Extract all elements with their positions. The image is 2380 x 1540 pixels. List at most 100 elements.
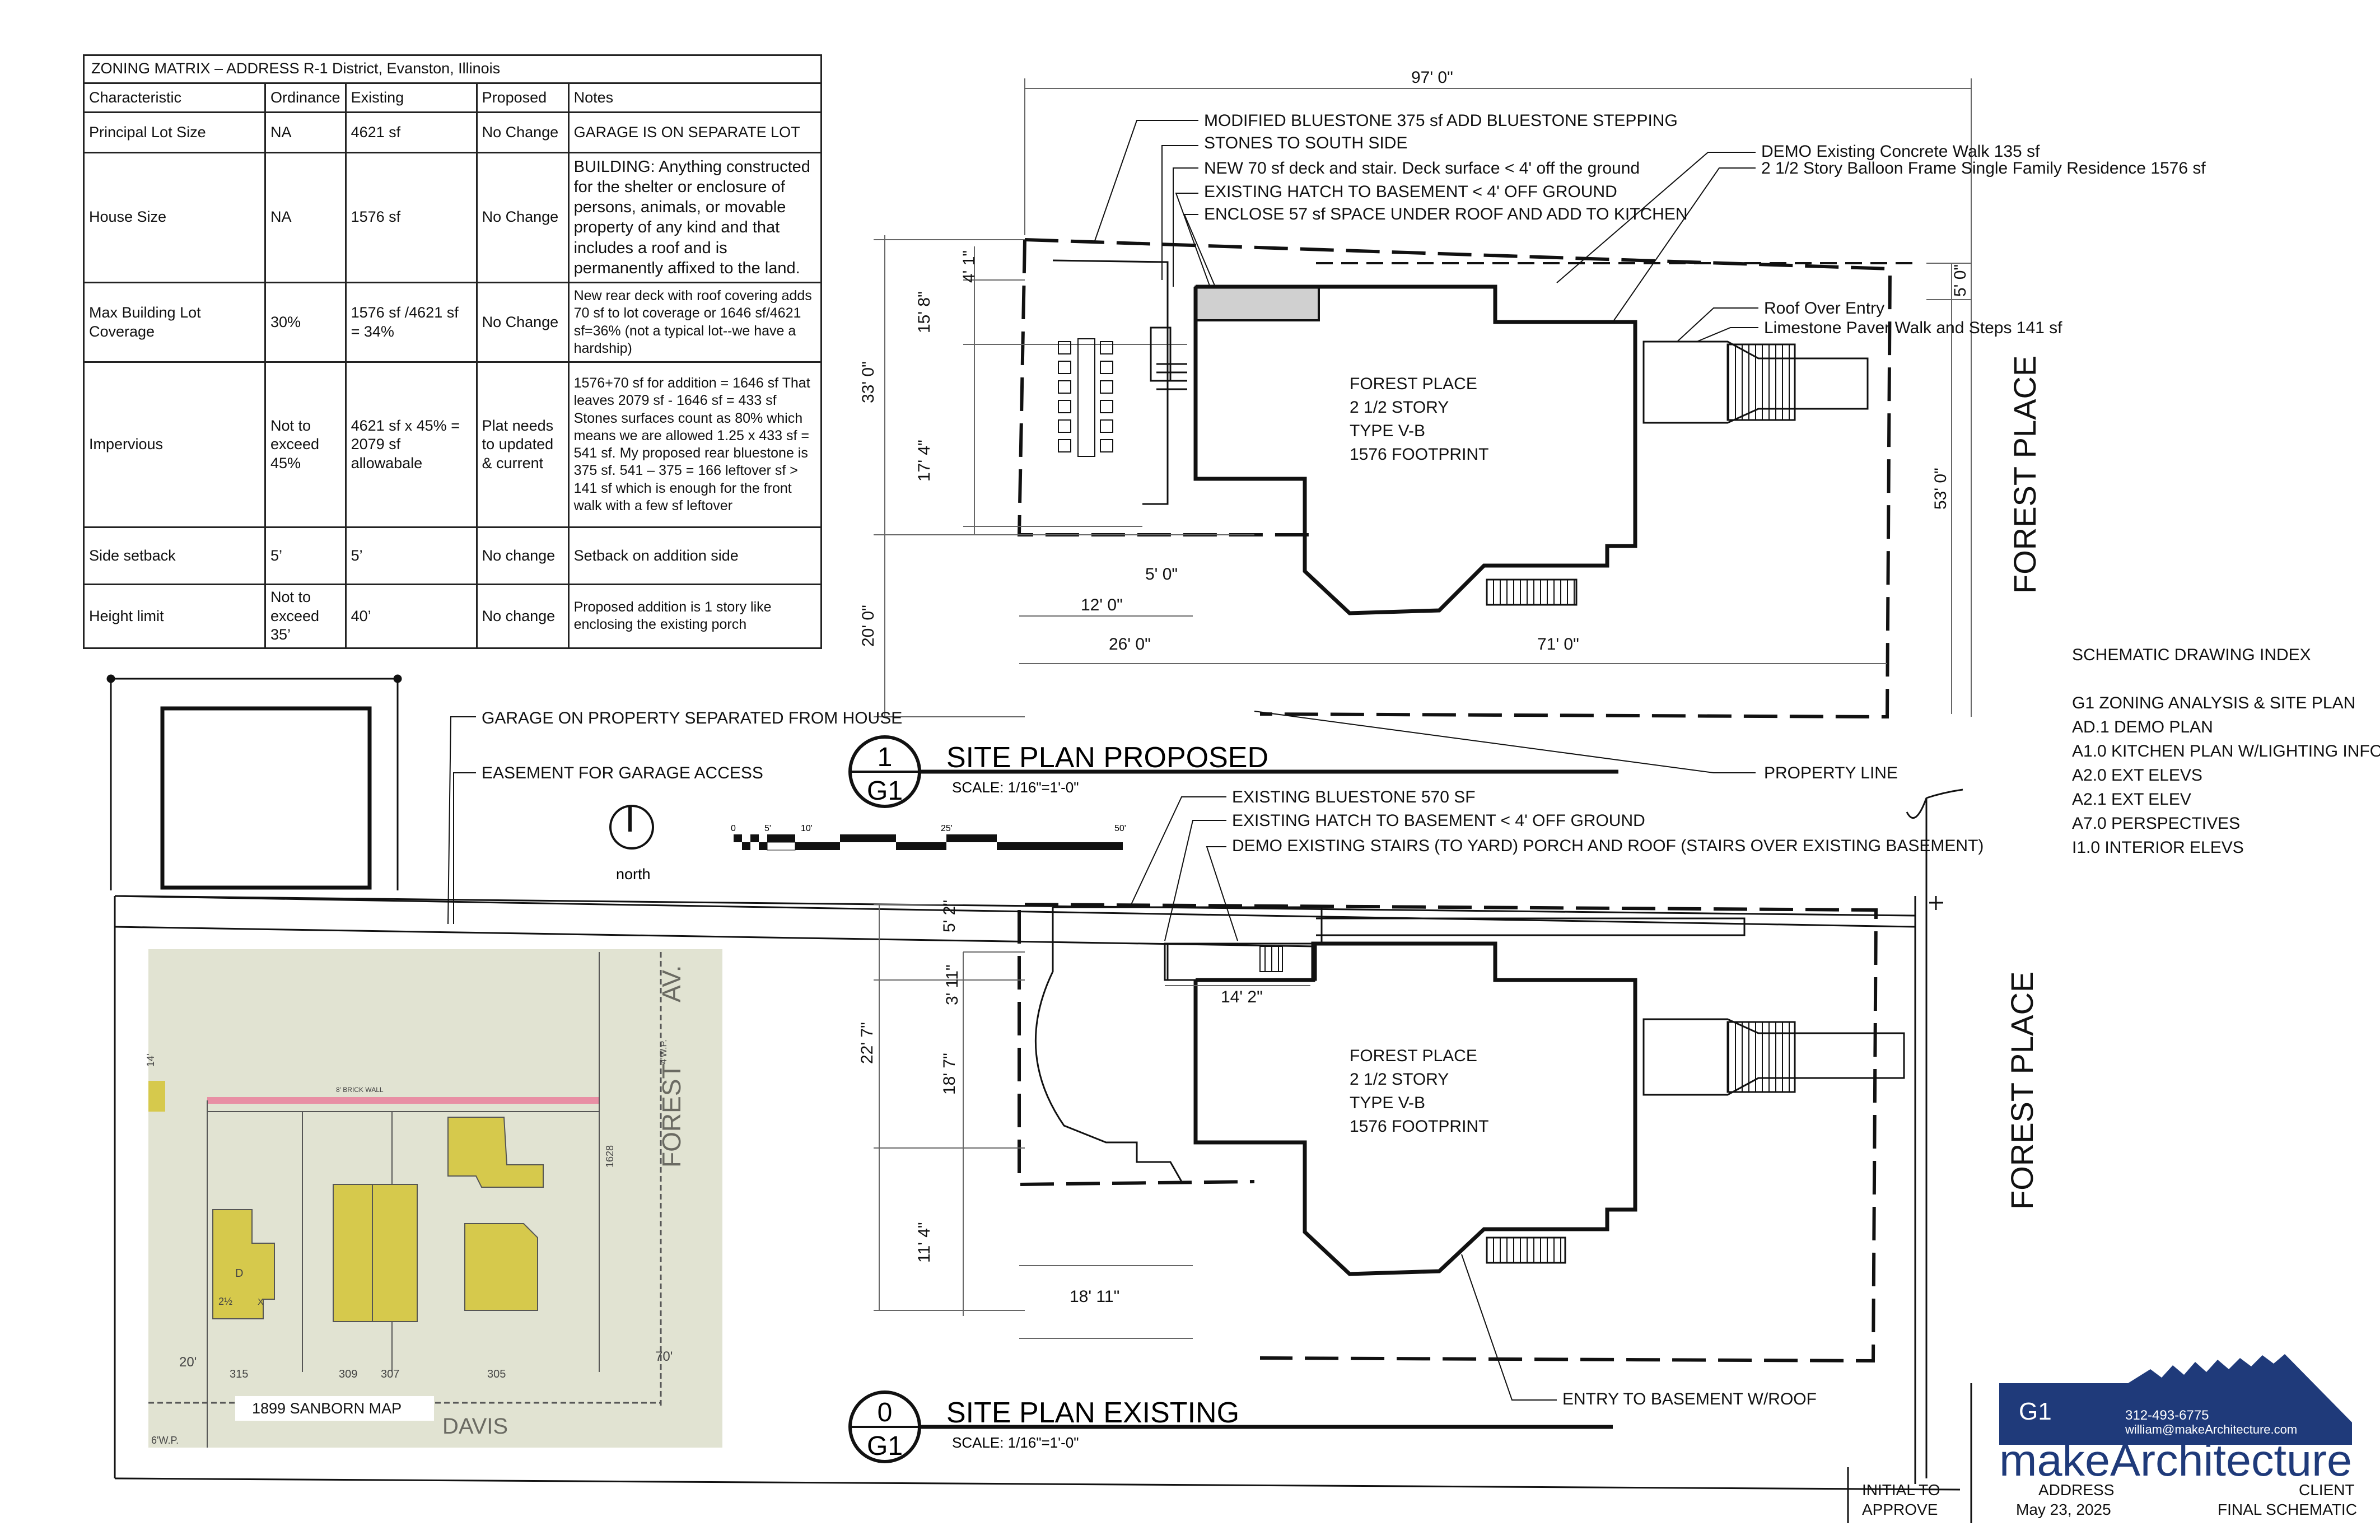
existing-site-plan	[874, 788, 1963, 1484]
cell-existing: 4621 sf	[344, 111, 478, 153]
phase: FINAL SCHEMATIC	[2218, 1501, 2357, 1518]
proposed-house-label-4: 1576 FOOTPRINT	[1350, 445, 1488, 464]
proposed-title-number: 1	[878, 743, 893, 772]
existing-dim-22-7: 22' 7"	[858, 1022, 876, 1064]
cell-proposed: No Change	[475, 281, 570, 363]
client-label: CLIENT	[2299, 1481, 2355, 1499]
dim-15: 15' 8"	[915, 291, 934, 333]
initial-to: INITIAL TO	[1862, 1481, 1940, 1499]
cell-existing: 1576 sf /4621 sf = 34%	[344, 281, 478, 363]
dim-26: 26' 0"	[1109, 635, 1151, 654]
note-hatch: EXISTING HATCH TO BASEMENT < 4' OFF GROU…	[1204, 183, 1617, 201]
dim-33: 33' 0"	[859, 361, 878, 403]
existing-house-label-2: 2 1/2 STORY	[1350, 1070, 1449, 1089]
table-row: Principal Lot Size NA 4621 sf No Change …	[83, 111, 823, 153]
dim-12: 12' 0"	[1081, 596, 1123, 614]
proposed-site-plan	[874, 78, 1972, 773]
sanborn-70: 70'	[655, 1349, 673, 1364]
header-existing: Existing	[344, 82, 478, 114]
cell-proposed: No Change	[475, 151, 570, 283]
header-ordinance: Ordinance	[264, 82, 347, 114]
cell-notes: 1576+70 sf for addition = 1646 sf That l…	[567, 361, 823, 529]
cell-existing: 40’	[344, 583, 478, 650]
existing-title-sheet: G1	[867, 1431, 903, 1461]
dim-5-right: 5' 0"	[1951, 264, 1970, 297]
dim-5: 5' 0"	[1145, 565, 1178, 584]
existing-title-number: 0	[878, 1398, 893, 1427]
note-enclose: ENCLOSE 57 sf SPACE UNDER ROOF AND ADD T…	[1204, 205, 1688, 223]
note-modified-bluestone: MODIFIED BLUESTONE 375 sf ADD BLUESTONE …	[1204, 111, 1678, 130]
note-demo-walk: DEMO Existing Concrete Walk 135 sf	[1761, 142, 2040, 161]
existing-dim-18-11: 18' 11"	[1070, 1287, 1119, 1306]
sanborn-davis: DAVIS	[442, 1414, 508, 1439]
existing-house-label-4: 1576 FOOTPRINT	[1350, 1117, 1488, 1136]
proposed-title-sheet: G1	[867, 776, 903, 806]
street-forest-place-top: FOREST PLACE	[2007, 356, 2042, 594]
cell-proposed: Plat needs to updated & current	[475, 361, 570, 529]
note-stepping-stones: STONES TO SOUTH SIDE	[1204, 134, 1407, 152]
drawing-index-item: G1 ZONING ANALYSIS & SITE PLAN	[2072, 694, 2356, 712]
header-proposed: Proposed	[475, 82, 570, 114]
dim-71: 71' 0"	[1537, 635, 1579, 654]
cell-ordinance: NA	[264, 151, 347, 283]
note-roof-entry: Roof Over Entry	[1764, 299, 1884, 318]
existing-dim-5-2: 5' 2"	[940, 900, 959, 932]
cell-ordinance: 5’	[264, 526, 347, 585]
sanborn-20: 20'	[179, 1355, 197, 1370]
street-forest-place-bottom: FOREST PLACE	[2004, 972, 2040, 1210]
header-notes: Notes	[567, 82, 823, 114]
existing-house-outline	[1193, 941, 1637, 1276]
sanborn-2half: 2½	[218, 1296, 232, 1307]
existing-house-label-3: TYPE V-B	[1350, 1094, 1425, 1112]
cell-notes: Setback on addition side	[567, 526, 823, 585]
cell-ordinance: NA	[264, 111, 347, 153]
north-arrow: north	[609, 805, 654, 883]
proposed-house-label-2: 2 1/2 STORY	[1350, 398, 1449, 417]
drawing-index-item: A2.0 EXT ELEVS	[2072, 766, 2202, 785]
proposed-title: SITE PLAN PROPOSED	[946, 741, 1268, 774]
sanborn-6wp: 6'W.P.	[151, 1435, 179, 1446]
sanborn-lot-305: 305	[487, 1368, 506, 1380]
note-limestone-walk: Limestone Paver Walk and Steps 141 sf	[1764, 319, 2062, 337]
cell-ordinance: Not to exceed 45%	[264, 361, 347, 529]
proposed-house-label-3: TYPE V-B	[1350, 422, 1425, 440]
north-label: north	[616, 866, 651, 883]
table-row: Side setback 5’ 5’ No change Setback on …	[83, 526, 823, 585]
cell-characteristic: Principal Lot Size	[83, 111, 266, 153]
proposed-title-block: 1 G1 SITE PLAN PROPOSED SCALE: 1/16"=1'-…	[848, 735, 1618, 808]
existing-house-label-1: FOREST PLACE	[1350, 1047, 1477, 1065]
sanborn-lot-307: 307	[381, 1368, 399, 1380]
sanborn-wall: 8' BRICK WALL	[336, 1086, 384, 1094]
sanborn-4wp: 4'W.P.	[659, 1039, 669, 1064]
garage-outline	[160, 706, 372, 890]
drawing-index-title: SCHEMATIC DRAWING INDEX	[2072, 646, 2311, 664]
scale-bar: 0 5' 10' 25' 50'	[731, 824, 1126, 851]
existing-dim-11-4: 11' 4"	[915, 1222, 934, 1263]
proposed-house-outline	[1193, 284, 1637, 615]
sanborn-lot-315: 315	[230, 1368, 248, 1380]
drawing-index-item: A1.0 KITCHEN PLAN W/LIGHTING INFO	[2072, 742, 2380, 760]
cell-existing: 4621 sf x 45% = 2079 sf allowabale	[344, 361, 478, 529]
proposed-house-label-1: FOREST PLACE	[1350, 375, 1477, 393]
email: william@makeArchitecture.com	[2125, 1422, 2297, 1436]
drawing-index-item: AD.1 DEMO PLAN	[2072, 718, 2213, 736]
cell-proposed: No Change	[475, 111, 570, 153]
sanborn-av: AV.	[657, 965, 686, 1002]
cell-notes: New rear deck with roof covering adds 70…	[567, 281, 823, 363]
dim-20: 20' 0"	[859, 605, 878, 647]
date: May 23, 2025	[2016, 1501, 2111, 1518]
address-label: ADDRESS	[2038, 1481, 2114, 1499]
sanborn-d: D	[235, 1267, 243, 1280]
logo-shape	[1999, 1354, 2352, 1445]
dim-17: 17' 4"	[915, 440, 934, 482]
note-residence: 2 1/2 Story Balloon Frame Single Family …	[1761, 159, 2206, 178]
note-entry-basement: ENTRY TO BASEMENT W/ROOF	[1562, 1390, 1817, 1408]
cell-notes: Proposed addition is 1 story like enclos…	[567, 583, 823, 650]
approve: APPROVE	[1862, 1501, 1938, 1518]
scale-0: 0	[731, 824, 736, 833]
existing-dim-3-11: 3' 11"	[943, 964, 962, 1005]
cell-characteristic: Max Building Lot Coverage	[83, 281, 266, 363]
cell-characteristic: Impervious	[83, 361, 266, 529]
existing-dim-18-7: 18' 7"	[940, 1053, 959, 1095]
